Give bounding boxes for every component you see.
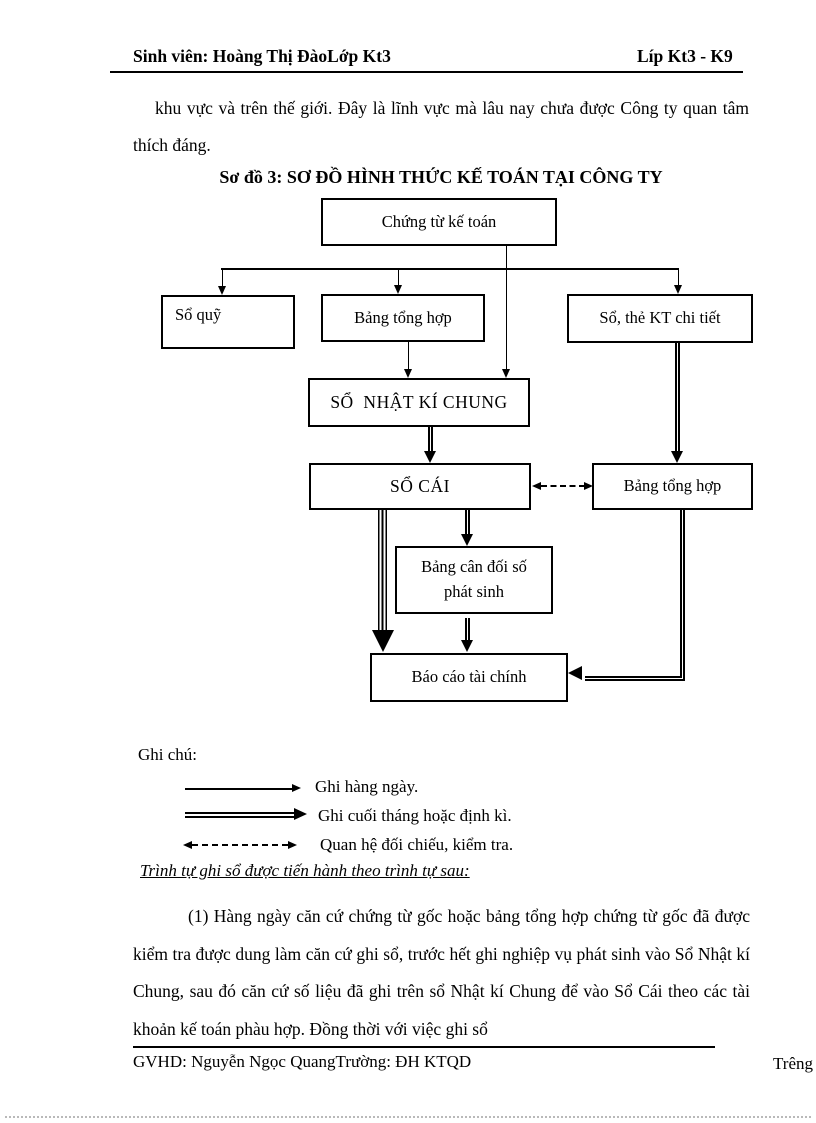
- box-label: Báo cáo tài chính: [411, 667, 527, 687]
- legend-double-arrow-head: [294, 808, 307, 820]
- diagram-title: Sơ đồ 3: SƠ ĐỒ HÌNH THỨC KẾ TOÁN TẠI CÔN…: [219, 167, 663, 187]
- box-label: Bảng tổng hợp: [623, 476, 722, 496]
- legend-double-arrow-line: [185, 812, 295, 818]
- dashed-arrowhead-right: [584, 482, 593, 490]
- connector-bth1-to-nhat-ki: [407, 342, 410, 369]
- legend-dashed-arrow-line: [192, 844, 288, 846]
- flowchart-box-so-the-kt-chi-tiet: Sổ, thẻ KT chi tiết: [567, 294, 753, 343]
- header-student: Sinh viên: Hoàng Thị ĐàoLớp Kt3: [133, 46, 391, 66]
- arrowhead-into-nhat-ki-left: [404, 369, 412, 378]
- dashed-arrowhead-left: [532, 482, 541, 490]
- flowchart-box-bang-can-doi: Bảng cân đối số phát sinh: [395, 546, 553, 614]
- footer-advisor: GVHD: Nguyễn Ngọc QuangTrường: ĐH KTQD: [133, 1052, 472, 1071]
- arrowhead-into-bao-cao-mid: [461, 640, 473, 652]
- connector-to-bang-tong-hop-1: [397, 268, 400, 285]
- connector-so-the-to-bth2: [675, 343, 680, 451]
- dashed-check-line: [541, 485, 585, 487]
- procedure-heading: Trình tự ghi sổ được tiến hành theo trìn…: [140, 861, 470, 880]
- box-label: SỔ NHẬT KÍ CHUNG: [330, 392, 508, 413]
- flowchart-box-bao-cao-tai-chinh: Báo cáo tài chính: [370, 653, 568, 702]
- legend-title: Ghi chú:: [138, 745, 198, 764]
- footer-rule: [133, 1046, 715, 1048]
- arrowhead-into-bao-cao-right: [568, 666, 582, 680]
- box-label: SỔ CÁI: [390, 476, 450, 497]
- legend-dashed-arrow-head-right: [288, 841, 297, 849]
- box-label: Sổ quỹ: [175, 305, 222, 324]
- flowchart-box-bang-tong-hop-2: Bảng tổng hợp: [592, 463, 753, 510]
- arrowhead-into-so-cai: [424, 451, 436, 463]
- flowchart-box-chung-tu-ke-toan: Chứng từ kế toán: [321, 198, 557, 246]
- box-label: Sổ, thẻ KT chi tiết: [599, 308, 721, 328]
- legend-solid-arrow-head: [292, 784, 301, 792]
- box-label: Bảng cân đối số phát sinh: [421, 557, 527, 601]
- procedure-paragraph: (1) Hàng ngày căn cứ chứng từ gốc hoặc b…: [133, 906, 750, 1039]
- intro-paragraph: khu vực và trên thế giới. Đây là lĩnh vự…: [133, 98, 749, 155]
- connector-bth2-to-bao-cao: [585, 510, 685, 681]
- footer-right-clipped: Trêng: [773, 1054, 813, 1073]
- big-arrowhead-into-bao-cao: [371, 630, 394, 652]
- flowchart-box-so-nhat-ki-chung: SỔ NHẬT KÍ CHUNG: [308, 378, 530, 427]
- connector-so-cai-to-bao-cao: [378, 510, 387, 630]
- arrowhead-into-nhat-ki-right: [502, 369, 510, 378]
- legend-dashed-arrow-head-left: [183, 841, 192, 849]
- connector-nhat-ki-to-so-cai: [428, 427, 433, 451]
- connector-to-so-quy: [221, 268, 224, 286]
- connector-top-vertical-line: [505, 246, 508, 369]
- page-break-dotted-line: [5, 1116, 811, 1118]
- arrowhead-into-so-quy: [218, 286, 226, 295]
- legend-item-daily: Ghi hàng ngày.: [315, 777, 419, 796]
- connector-can-doi-to-bao-cao: [465, 618, 470, 640]
- legend-solid-arrow-line: [185, 788, 293, 790]
- arrowhead-into-bang-tong-hop-1: [394, 285, 402, 294]
- flowchart-box-so-cai: SỔ CÁI: [309, 463, 531, 510]
- arrowhead-into-bth2: [671, 451, 683, 463]
- connector-to-so-the-kt: [677, 268, 680, 285]
- header-rule: [110, 71, 743, 73]
- connector-so-cai-to-can-doi: [465, 510, 470, 534]
- legend-item-monthly: Ghi cuối tháng hoặc định kì.: [318, 806, 512, 825]
- flowchart-box-bang-tong-hop-1: Bảng tổng hợp: [321, 294, 485, 342]
- arrowhead-into-can-doi: [461, 534, 473, 546]
- legend-item-check: Quan hệ đối chiếu, kiểm tra.: [320, 835, 514, 854]
- connector-distribution-line: [221, 268, 679, 270]
- box-label: Bảng tổng hợp: [354, 307, 452, 327]
- header-class: Líp Kt3 - K9: [637, 46, 733, 66]
- box-label: Chứng từ kế toán: [381, 211, 497, 231]
- arrowhead-into-so-the-kt: [674, 285, 682, 294]
- flowchart-box-so-quy: Sổ quỹ: [161, 295, 295, 349]
